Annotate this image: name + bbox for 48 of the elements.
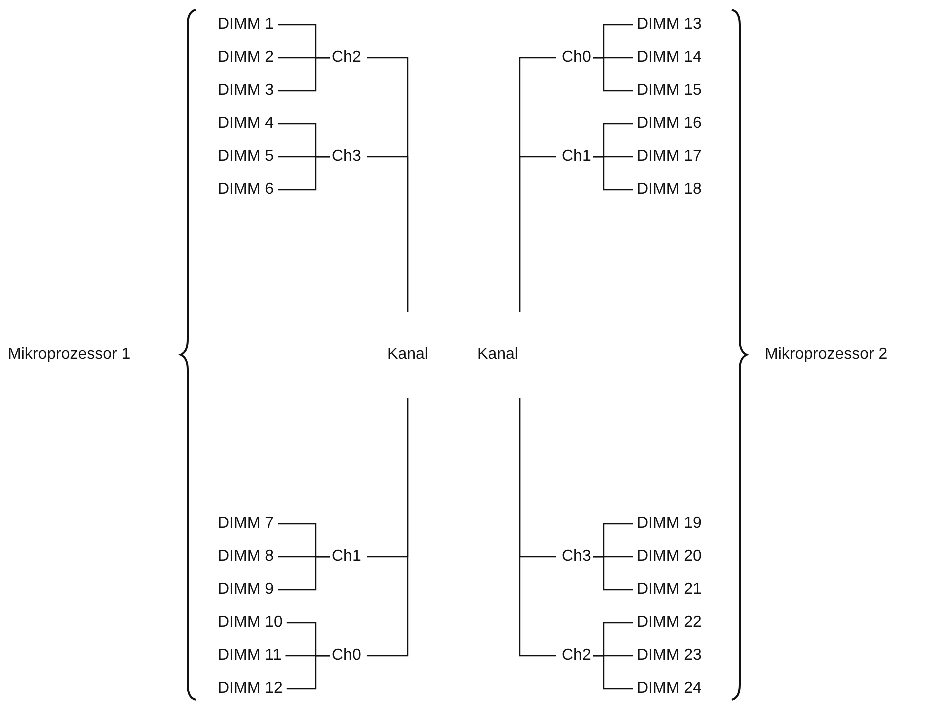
connector-line — [519, 398, 556, 657]
dimm-label: DIMM 9 — [218, 580, 274, 600]
channel-label: Ch3 — [332, 147, 362, 167]
dimm-label: DIMM 19 — [637, 514, 702, 534]
connector-line — [593, 655, 633, 690]
processor-label: Mikroprozessor 2 — [765, 345, 888, 365]
channel-label: Kanal — [462, 312, 534, 398]
channel-label: Ch1 — [332, 547, 362, 567]
connector-line — [593, 57, 633, 92]
dimm-label: DIMM 18 — [637, 180, 702, 200]
dimm-label: DIMM 2 — [218, 48, 274, 68]
channel-label: Ch2 — [562, 646, 592, 666]
dimm-label: DIMM 15 — [637, 81, 702, 101]
connector-line — [286, 655, 330, 690]
dimm-label: DIMM 20 — [637, 547, 702, 567]
channel-label: Ch0 — [562, 48, 592, 68]
dimm-label: DIMM 24 — [637, 679, 702, 699]
connector-line — [367, 398, 409, 657]
processor-label: Mikroprozessor 1 — [8, 345, 131, 365]
channel-label: Ch2 — [332, 48, 362, 68]
dimm-label: DIMM 21 — [637, 580, 702, 600]
connector-line — [278, 57, 330, 92]
dimm-label: DIMM 5 — [218, 147, 274, 167]
connector-line — [593, 156, 633, 191]
dimm-label: DIMM 17 — [637, 147, 702, 167]
dimm-label: DIMM 8 — [218, 547, 274, 567]
dimm-label: DIMM 16 — [637, 114, 702, 134]
dimm-label: DIMM 13 — [637, 15, 702, 35]
dimm-label: DIMM 10 — [218, 613, 283, 633]
dimm-label: DIMM 12 — [218, 679, 283, 699]
connector-line — [519, 156, 556, 312]
connector-line — [367, 156, 409, 312]
dimm-label: DIMM 23 — [637, 646, 702, 666]
dimm-label: DIMM 14 — [637, 48, 702, 68]
channel-label: Ch0 — [332, 646, 362, 666]
dimm-label: DIMM 3 — [218, 81, 274, 101]
dimm-label: DIMM 1 — [218, 15, 274, 35]
connector-line — [593, 556, 633, 591]
dimm-label: DIMM 11 — [218, 646, 282, 666]
dimm-label: DIMM 4 — [218, 114, 274, 134]
connector-line — [278, 156, 330, 191]
channel-label: Ch3 — [562, 547, 592, 567]
dimm-label: DIMM 6 — [218, 180, 274, 200]
channel-label: Kanal — [370, 312, 446, 398]
dimm-label: DIMM 7 — [218, 514, 274, 534]
channel-label: Ch1 — [562, 147, 592, 167]
dimm-label: DIMM 22 — [637, 613, 702, 633]
connector-line — [278, 556, 330, 591]
